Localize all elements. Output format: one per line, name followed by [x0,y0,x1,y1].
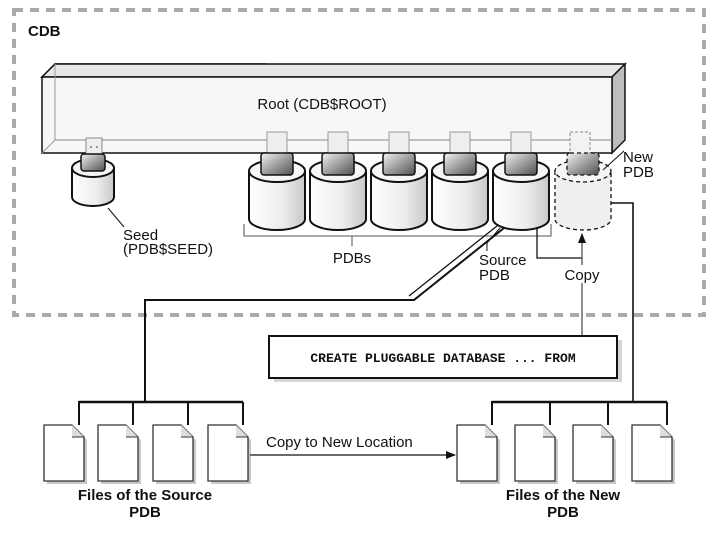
pdb-group [248,131,550,231]
pdb-cylinder [431,131,489,231]
command-box: CREATE PLUGGABLE DATABASE ... FROM [268,335,622,382]
new-files-label: Files of the New [506,487,621,504]
seed-name-label: (PDB$SEED) [123,241,213,258]
source-files-connector [144,227,505,402]
pdb-cylinder [370,131,428,231]
copy-connector [536,228,582,259]
pdb-cylinder [309,131,367,231]
source-files-label-2: PDB [129,504,161,521]
file-icon [152,402,196,484]
pdbs-label: PDBs [333,250,371,267]
seed-label: Seed [123,227,158,244]
source-pdb-label: Source [479,252,527,269]
pdb-cylinder [248,131,306,231]
new-pdb-label: New [623,149,653,166]
cdb-label: CDB [28,23,61,40]
file-icon [456,402,500,484]
source-pdb [492,131,550,231]
new-pdb-callout [602,150,625,171]
cdb-container [12,8,706,317]
pdbs-bracket [243,224,552,237]
new-files-label-2: PDB [547,504,579,521]
file-icon [43,402,87,484]
file-icon [97,402,141,484]
seed-callout [107,207,125,228]
file-icon [572,402,616,484]
copy-location-label: Copy to New Location [266,434,413,451]
copy-label: Copy [564,267,600,284]
root-label: Root (CDB$ROOT) [257,96,386,113]
command-text: CREATE PLUGGABLE DATABASE ... FROM [310,351,575,366]
file-icon [631,402,675,484]
seed-pdb [71,137,115,207]
source-pdb-label-2: PDB [479,267,510,284]
file-icon [207,402,251,484]
new-files-group [456,400,675,484]
new-files-connector [611,202,634,402]
file-icon [514,402,558,484]
new-pdb [554,131,612,231]
source-files-label: Files of the Source [78,487,212,504]
source-files-group [43,400,251,484]
new-pdb-label-2: PDB [623,164,654,181]
